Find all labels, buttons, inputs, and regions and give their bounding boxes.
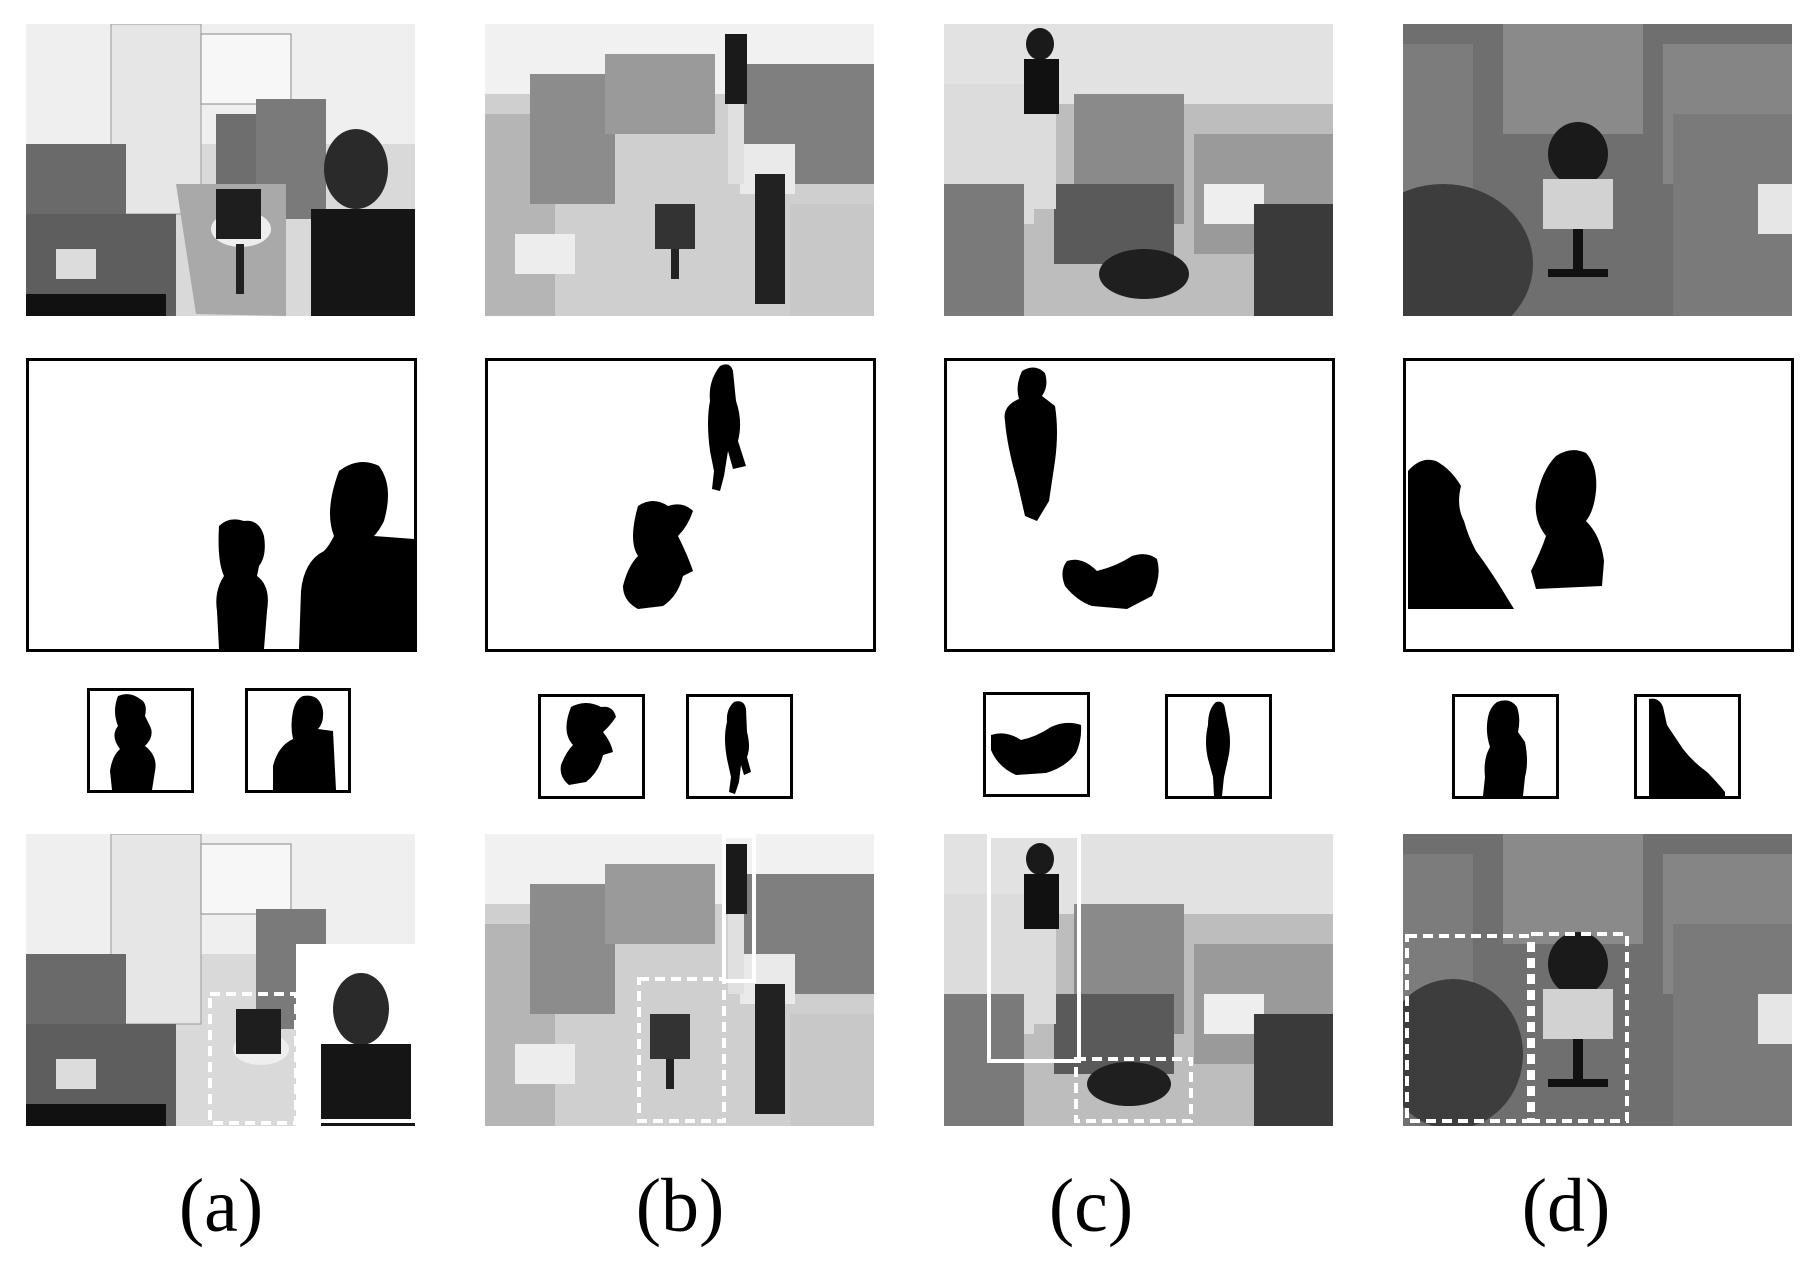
object-thumbnail-a-person xyxy=(245,688,351,793)
segmentation-mask-c xyxy=(944,358,1335,652)
detection-photo-a xyxy=(26,834,415,1126)
detection-box-person-d xyxy=(1405,934,1531,1123)
detection-box-person-b xyxy=(722,834,756,983)
detection-box-chair-c xyxy=(1074,1057,1193,1123)
object-thumbnail-d-person xyxy=(1634,694,1741,799)
scene-photo-d xyxy=(1403,24,1792,316)
panel-caption-c: (c) xyxy=(1048,1164,1134,1248)
scene-photo-a xyxy=(26,24,415,316)
detection-photo-b xyxy=(485,834,874,1126)
segmentation-mask-d xyxy=(1403,358,1794,652)
segmentation-mask-b xyxy=(485,358,876,652)
panel-caption-b: (b) xyxy=(635,1164,725,1248)
detection-photo-c xyxy=(944,834,1333,1126)
detection-photo-d xyxy=(1403,834,1792,1126)
panel-caption-a: (a) xyxy=(178,1164,264,1248)
panel-caption-d: (d) xyxy=(1521,1164,1611,1248)
object-thumbnail-b-person xyxy=(686,694,793,799)
object-thumbnail-a-chair xyxy=(87,688,194,793)
scene-photo-b xyxy=(485,24,874,316)
scene-photo-c xyxy=(944,24,1333,316)
detection-box-person-c xyxy=(987,834,1081,1063)
segmentation-mask-a xyxy=(26,358,417,652)
detection-box-chair-d xyxy=(1531,932,1629,1123)
object-thumbnail-c-person xyxy=(1165,694,1272,799)
object-thumbnail-b-chair xyxy=(538,694,645,799)
object-thumbnail-c-chair xyxy=(983,692,1090,797)
object-thumbnail-d-chair xyxy=(1452,694,1559,799)
detection-box-person-a xyxy=(296,944,415,1123)
